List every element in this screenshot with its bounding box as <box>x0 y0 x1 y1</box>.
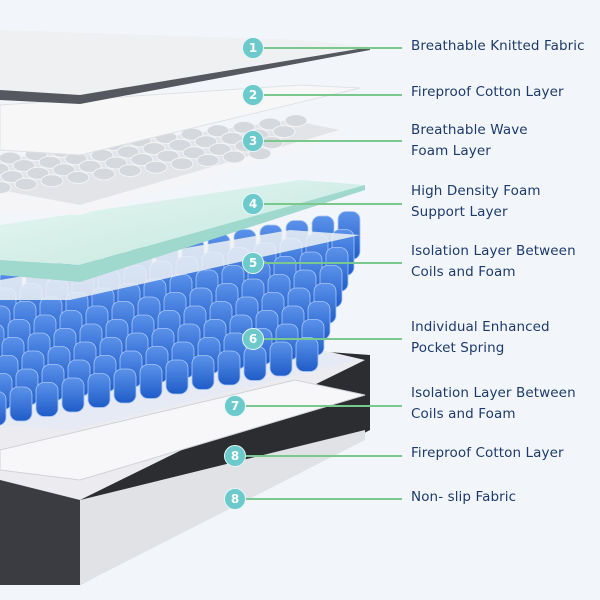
callout-number-badge: 3 <box>242 130 264 152</box>
callout-label-line: Fireproof Cotton Layer <box>411 445 564 461</box>
callout-label-line: Breathable Wave <box>411 122 528 138</box>
wave-foam-bump <box>0 170 24 184</box>
callout-label-line: High Density Foam <box>411 183 541 199</box>
knitted-fabric-layer <box>0 30 370 104</box>
leader-line <box>234 405 402 407</box>
wave-foam-bump <box>78 159 102 173</box>
callout-label: Fireproof Cotton Layer <box>411 82 564 103</box>
wave-foam-bump <box>260 136 284 150</box>
wave-foam-bump <box>52 163 76 177</box>
wave-foam-bump <box>284 114 308 128</box>
callout-label-line: Individual Enhanced <box>411 319 550 335</box>
wave-foam-bump <box>0 151 22 165</box>
callout-number-badge: 5 <box>242 252 264 274</box>
leader-line <box>252 94 402 96</box>
wave-foam-bump <box>156 149 180 163</box>
pocket-spring <box>217 350 241 386</box>
wave-foam-bump <box>144 160 168 174</box>
leader-line <box>252 262 402 264</box>
pocket-spring <box>269 341 293 377</box>
wave-foam-bump <box>182 146 206 160</box>
callout-label: Non- slip Fabric <box>411 487 516 508</box>
callout-label-line: Foam Layer <box>411 143 491 159</box>
leader-line <box>252 338 402 340</box>
leader-line <box>252 140 402 142</box>
wave-foam-bump <box>104 156 128 170</box>
wave-foam-bump <box>258 117 282 131</box>
callout-label-line: Breathable Knitted Fabric <box>411 38 585 54</box>
wave-foam-bump <box>116 145 140 159</box>
pocket-spring <box>35 382 59 417</box>
leader-line <box>252 203 402 205</box>
wave-foam-bump <box>38 155 62 169</box>
pocket-spring <box>165 359 189 395</box>
callout-label-line: Fireproof Cotton Layer <box>411 84 564 100</box>
isolation-layer-upper <box>0 230 360 300</box>
wave-foam-bump <box>118 164 142 178</box>
wave-foam-bump <box>168 138 192 152</box>
pocket-spring <box>295 337 319 372</box>
wave-foam-bump <box>196 153 220 167</box>
wave-foam-bump <box>14 177 38 191</box>
pocket-spring <box>139 364 163 399</box>
wave-foam-bump <box>272 125 296 139</box>
wave-foam-bump <box>170 157 194 171</box>
wave-foam-bump <box>208 142 232 156</box>
callout-label-line: Support Layer <box>411 204 508 220</box>
pocket-spring <box>9 386 33 422</box>
pocket-spring <box>0 391 7 426</box>
wave-foam-bump <box>12 159 36 173</box>
wave-foam-bump <box>0 181 12 195</box>
callout-label-line: Coils and Foam <box>411 264 516 280</box>
callout-number-badge: 1 <box>242 37 264 59</box>
pocket-spring <box>61 377 85 413</box>
wave-foam-bump <box>194 135 218 149</box>
leader-line <box>234 455 402 457</box>
callout-label-line: Isolation Layer Between <box>411 243 576 259</box>
wave-foam-bump <box>26 166 50 180</box>
pocket-spring <box>87 373 111 408</box>
wave-foam-bump <box>130 153 154 167</box>
wave-foam-bump <box>142 142 166 156</box>
callout-label-line: Non- slip Fabric <box>411 489 517 505</box>
callout-number-badge: 8 <box>224 445 246 467</box>
callout-label: Breathable Knitted Fabric <box>411 36 585 57</box>
wave-foam-bump <box>206 124 230 138</box>
callout-label: Fireproof Cotton Layer <box>411 443 564 464</box>
wave-foam-bump <box>92 167 116 181</box>
callout-number-badge: 7 <box>224 395 246 417</box>
callout-number-badge: 6 <box>242 328 264 350</box>
pocket-spring <box>191 355 215 390</box>
pocket-spring <box>243 346 267 381</box>
callout-number-badge: 8 <box>224 488 246 510</box>
callout-label-line: Isolation Layer Between <box>411 385 576 401</box>
callout-label-line: Coils and Foam <box>411 406 516 422</box>
callout-number-badge: 2 <box>242 84 264 106</box>
wave-foam-bump <box>222 150 246 164</box>
wave-foam-bump <box>40 174 64 188</box>
wave-foam-bump <box>66 170 90 184</box>
leader-line <box>234 498 402 500</box>
high-density-foam-layer <box>0 180 365 282</box>
pocket-spring <box>113 368 137 404</box>
leader-line <box>252 47 402 49</box>
callout-label-line: Pocket Spring <box>411 340 505 356</box>
callout-number-badge: 4 <box>242 193 264 215</box>
